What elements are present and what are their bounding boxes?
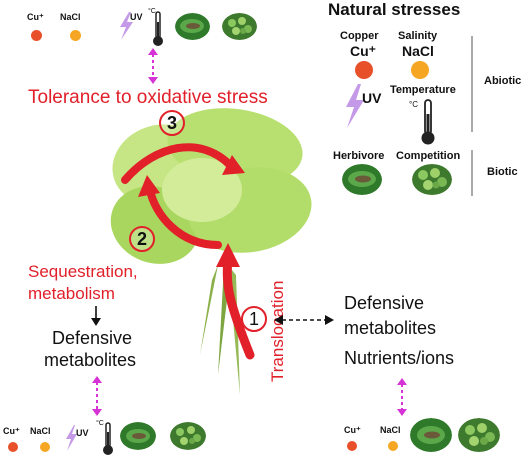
biotic-bracket <box>471 150 473 196</box>
legend-title: Natural stresses <box>328 0 461 19</box>
uv-label-top: UV <box>130 12 143 22</box>
copper-label: Copper <box>340 30 379 42</box>
herbivore-thumb <box>342 164 382 195</box>
copper-dot <box>355 61 373 79</box>
nacl-label-br: NaCl <box>380 425 401 435</box>
competition-thumb-bl <box>170 422 206 450</box>
uv-icon-bl <box>64 425 78 451</box>
competition-thumb <box>412 164 452 195</box>
salinity-label: Salinity <box>398 30 438 42</box>
salinity-dot-bl <box>40 442 50 452</box>
temperature-label: Temperature <box>390 84 456 96</box>
cu-label-bl: Cu⁺ <box>3 426 20 436</box>
connector-bottom-right <box>395 378 409 416</box>
step-3-marker: 3 <box>159 110 185 136</box>
sequestration-label: Sequestration, <box>28 262 138 281</box>
connector-bottom-left <box>90 376 104 416</box>
left-metabolites-line1: Defensive <box>52 328 133 348</box>
tolerance-label: Tolerance to oxidative stress <box>28 87 268 108</box>
deg-c-top: °C <box>148 8 156 15</box>
nacl-label-bl: NaCl <box>30 426 51 436</box>
copper-dot-bl <box>8 442 18 452</box>
abiotic-bracket <box>471 36 473 132</box>
salinity-dot <box>411 61 429 79</box>
uv-label: UV <box>362 90 382 106</box>
step-2-marker: 2 <box>129 226 155 252</box>
right-metabolites-line2: metabolites <box>344 318 437 338</box>
copper-dot-top <box>31 30 42 41</box>
herbivore-thumb-br <box>410 418 452 452</box>
translocation-label: Translocation <box>268 280 287 382</box>
step-1-marker: 1 <box>241 306 267 332</box>
herbivore-label: Herbivore <box>333 150 385 162</box>
competition-label: Competition <box>396 150 461 162</box>
thermometer-icon-bl <box>100 421 116 457</box>
thermometer-icon <box>418 98 438 146</box>
deg-c-bl: °C <box>96 420 104 427</box>
copper-dot-br <box>347 441 357 451</box>
cu-label-br: Cu⁺ <box>344 425 361 435</box>
uv-icon <box>343 84 365 128</box>
deg-c-legend: °C <box>409 100 418 109</box>
metabolism-label: metabolism <box>28 284 115 303</box>
abiotic-label: Abiotic <box>484 75 522 87</box>
connector-top <box>146 48 160 84</box>
cu-label-top: Cu⁺ <box>27 12 44 22</box>
nacl-label-top: NaCl <box>60 12 81 22</box>
uv-label-bl: UV <box>76 428 89 438</box>
herbivore-thumb-top <box>175 13 210 40</box>
salinity-dot-br <box>388 441 398 451</box>
double-arrow-right <box>274 313 334 327</box>
thermometer-icon-top <box>150 10 166 48</box>
down-arrow-left <box>90 306 102 326</box>
copper-symbol: Cu⁺ <box>350 43 377 59</box>
salinity-dot-top <box>70 30 81 41</box>
competition-thumb-br <box>458 418 500 452</box>
herbivore-thumb-bl <box>120 422 156 450</box>
left-metabolites-line2: metabolites <box>44 350 137 370</box>
flow-arrows <box>100 105 300 395</box>
right-metabolites-line1: Defensive <box>344 293 425 313</box>
nutrients-label: Nutrients/ions <box>344 348 455 368</box>
uv-icon-top <box>118 12 134 40</box>
biotic-label: Biotic <box>487 166 518 178</box>
salinity-symbol: NaCl <box>402 43 434 59</box>
competition-thumb-top <box>222 13 257 40</box>
